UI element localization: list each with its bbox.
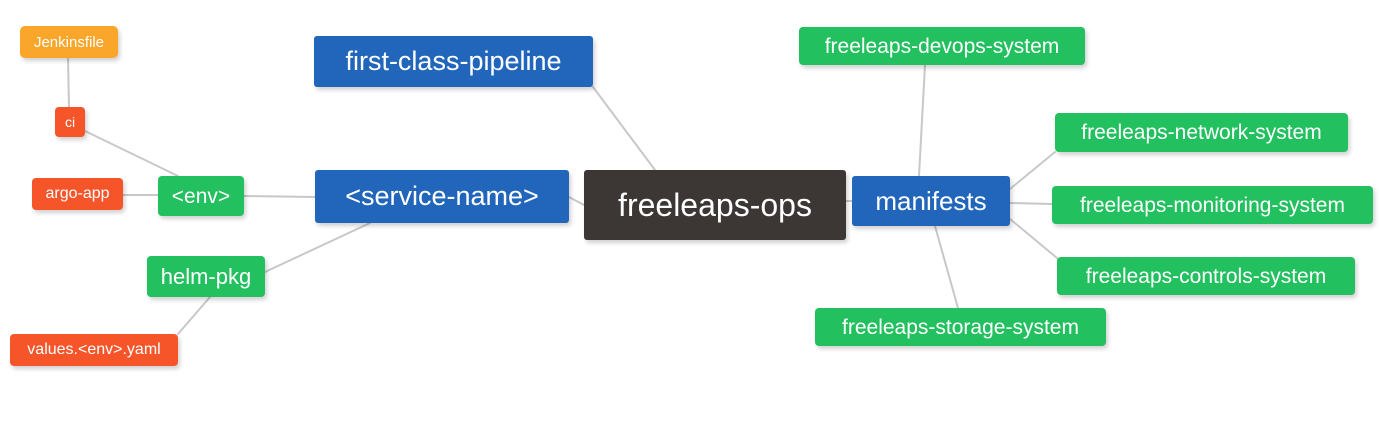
edge-helm-values <box>177 296 211 335</box>
edge-root-service <box>568 196 585 206</box>
node-label: freeleaps-ops <box>618 187 812 223</box>
node-freeleaps-monitoring-system[interactable]: freeleaps-monitoring-system <box>1052 186 1373 224</box>
node-service-name[interactable]: <service-name> <box>315 170 569 223</box>
node-label: first-class-pipeline <box>345 46 562 76</box>
edge-manifests-devops <box>918 64 926 177</box>
edge-manifests-network <box>1009 151 1056 190</box>
node-env[interactable]: <env> <box>158 176 244 216</box>
node-freeleaps-ops[interactable]: freeleaps-ops <box>584 170 846 240</box>
edge-manifests-monitoring <box>1009 202 1053 205</box>
node-freeleaps-storage-system[interactable]: freeleaps-storage-system <box>815 308 1106 346</box>
node-freeleaps-devops-system[interactable]: freeleaps-devops-system <box>799 27 1085 65</box>
node-ci[interactable]: ci <box>55 107 85 137</box>
edge-manifests-storage <box>934 225 959 309</box>
node-label: freeleaps-controls-system <box>1085 264 1327 288</box>
edge-manifests-controls <box>1009 218 1058 259</box>
node-label: <service-name> <box>345 181 539 211</box>
edge-service-helm <box>264 222 371 273</box>
node-label: argo-app <box>45 185 110 202</box>
node-label: freeleaps-storage-system <box>842 315 1079 339</box>
node-argo-app[interactable]: argo-app <box>32 178 123 210</box>
node-freeleaps-controls-system[interactable]: freeleaps-controls-system <box>1057 257 1355 295</box>
edge-service-env <box>243 195 316 198</box>
edge-root-pipeline <box>592 86 656 171</box>
node-label: freeleaps-monitoring-system <box>1080 193 1345 217</box>
node-values-env-yaml[interactable]: values.<env>.yaml <box>10 334 178 366</box>
node-label: helm-pkg <box>160 263 252 289</box>
node-label: values.<env>.yaml <box>27 341 161 358</box>
edge-ci-jenkins <box>67 57 70 108</box>
node-label: freeleaps-network-system <box>1081 121 1322 144</box>
edge-env-ci <box>84 130 179 177</box>
node-label: freeleaps-devops-system <box>824 34 1060 58</box>
node-label: Jenkinsfile <box>33 33 105 51</box>
node-label: ci <box>64 114 76 130</box>
node-manifests[interactable]: manifests <box>852 176 1010 226</box>
node-helm-pkg[interactable]: helm-pkg <box>147 256 265 297</box>
node-label: <env> <box>171 184 231 208</box>
node-label: manifests <box>875 186 987 216</box>
node-freeleaps-network-system[interactable]: freeleaps-network-system <box>1055 113 1348 152</box>
node-jenkinsfile[interactable]: Jenkinsfile <box>20 26 118 58</box>
node-first-class-pipeline[interactable]: first-class-pipeline <box>314 36 593 87</box>
